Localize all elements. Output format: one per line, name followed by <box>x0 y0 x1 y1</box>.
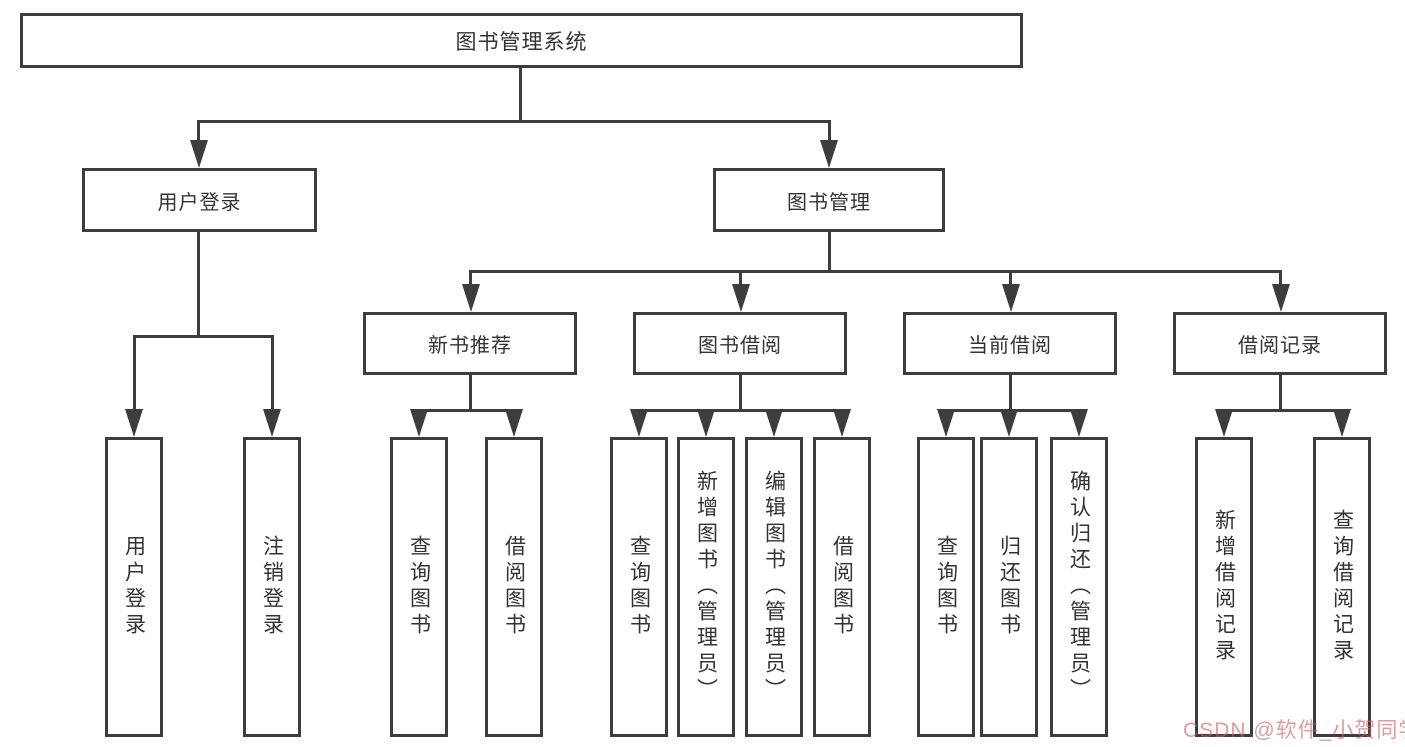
connector-to-new-book <box>469 270 472 288</box>
leaf-add-book-admin: 新增图书（管理员） <box>677 437 735 737</box>
node-borrow-record: 借阅记录 <box>1173 312 1387 375</box>
leaf-query-book-2: 查询图书 <box>610 437 668 737</box>
leaf-query-book-3: 查询图书 <box>917 437 975 737</box>
leaf-logout: 注销登录 <box>243 437 301 737</box>
arrow-down-icon <box>937 409 955 437</box>
leaf-borrow-book-2: 借阅图书 <box>813 437 871 737</box>
node-label: 新增借阅记录 <box>1212 509 1236 665</box>
arrow-down-icon <box>1215 409 1233 437</box>
connector-user-login-stem <box>197 232 200 338</box>
arrow-down-icon <box>820 140 838 168</box>
arrow-down-icon <box>1272 284 1290 312</box>
leaf-return-book: 归还图书 <box>980 437 1038 737</box>
arrow-down-icon <box>190 140 208 168</box>
connector-bar <box>1223 409 1343 412</box>
arrow-down-icon <box>462 284 480 312</box>
leaf-borrow-book-1: 借阅图书 <box>485 437 543 737</box>
node-label: 确认归还（管理员） <box>1067 470 1091 704</box>
node-label: 借阅图书 <box>502 535 526 639</box>
leaf-confirm-return-admin: 确认归还（管理员） <box>1050 437 1108 737</box>
node-label: 用户登录 <box>122 535 146 639</box>
arrow-down-icon <box>1002 284 1020 312</box>
node-label: 查询图书 <box>934 535 958 639</box>
node-label: 当前借阅 <box>968 335 1052 357</box>
connector-level3-bar <box>469 270 1282 273</box>
node-label: 借阅记录 <box>1238 335 1322 357</box>
connector-stem <box>1009 375 1012 412</box>
connector-stem <box>469 375 472 412</box>
node-label: 新书推荐 <box>428 335 512 357</box>
node-label: 查询借阅记录 <box>1330 509 1354 665</box>
csdn-watermark: CSDN @软件_小贺同学 <box>1183 719 1405 742</box>
arrow-down-icon <box>1333 409 1351 437</box>
connector-user-login-bar <box>133 335 274 338</box>
node-book-borrow: 图书借阅 <box>633 312 847 375</box>
node-label: 注销登录 <box>260 535 284 639</box>
connector-to-current-borrow <box>1009 270 1012 288</box>
connector-stem <box>739 375 742 412</box>
node-label: 新增图书（管理员） <box>694 470 718 704</box>
node-label: 归还图书 <box>997 535 1021 639</box>
node-label: 图书管理 <box>787 191 871 214</box>
connector-root-stem <box>519 68 522 122</box>
node-root-library-system: 图书管理系统 <box>20 13 1023 68</box>
node-label: 查询图书 <box>627 535 651 639</box>
arrow-down-icon <box>630 409 648 437</box>
arrow-down-icon <box>697 409 715 437</box>
arrow-down-icon <box>732 284 750 312</box>
node-user-login: 用户登录 <box>82 168 317 232</box>
connector-bar <box>638 409 844 412</box>
leaf-query-book-1: 查询图书 <box>390 437 448 737</box>
connector-level2-bar <box>197 120 831 123</box>
node-label: 借阅图书 <box>830 535 854 639</box>
connector-to-borrow-record <box>1279 270 1282 288</box>
node-current-borrow: 当前借阅 <box>903 312 1117 375</box>
connector-book-mgmt-stem <box>828 232 831 273</box>
connector-to-book-mgmt <box>828 120 831 144</box>
node-label: 图书借阅 <box>698 335 782 357</box>
arrow-down-icon <box>765 409 783 437</box>
arrow-down-icon <box>1000 409 1018 437</box>
node-new-book-recommend: 新书推荐 <box>363 312 577 375</box>
arrow-down-icon <box>263 409 281 437</box>
leaf-edit-book-admin: 编辑图书（管理员） <box>745 437 803 737</box>
connector-bar <box>418 409 516 412</box>
arrow-down-icon <box>1070 409 1088 437</box>
arrow-down-icon <box>125 409 143 437</box>
node-book-mgmt: 图书管理 <box>713 168 945 232</box>
connector-stem <box>1279 375 1282 412</box>
arrow-down-icon <box>833 409 851 437</box>
node-label: 图书管理系统 <box>455 30 588 54</box>
node-label: 编辑图书（管理员） <box>762 470 786 704</box>
arrow-down-icon <box>410 409 428 437</box>
leaf-query-borrow-record: 查询借阅记录 <box>1313 437 1371 737</box>
node-label: 查询图书 <box>407 535 431 639</box>
arrow-down-icon <box>505 409 523 437</box>
connector-to-user-login <box>197 120 200 144</box>
connector-to-book-borrow <box>739 270 742 288</box>
node-label: 用户登录 <box>157 191 242 214</box>
connector-to-leaf <box>133 335 136 411</box>
leaf-user-login: 用户登录 <box>105 437 163 737</box>
leaf-add-borrow-record: 新增借阅记录 <box>1195 437 1253 737</box>
connector-to-leaf <box>271 335 274 411</box>
